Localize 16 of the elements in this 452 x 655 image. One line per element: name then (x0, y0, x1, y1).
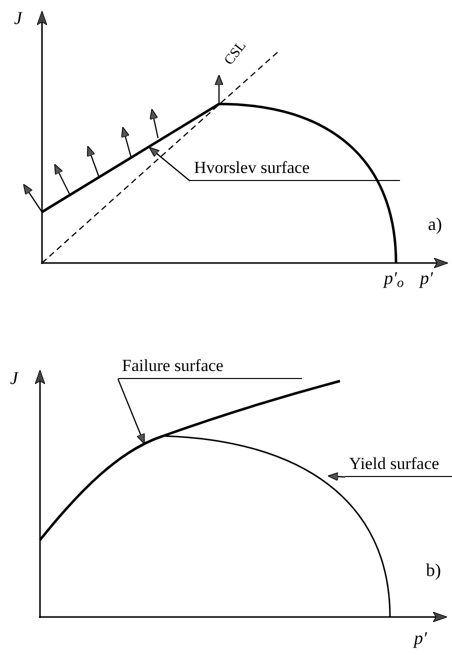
leader-line (148, 146, 190, 182)
axis-label: CSL (220, 38, 250, 70)
callout-label: Hvorslev surface (193, 158, 310, 179)
axis-label: J (10, 368, 18, 388)
axis-label: a) (428, 214, 442, 234)
callout-label: Failure surface (121, 356, 224, 377)
failure-surface-curve (39, 380, 340, 541)
axis-label: J (14, 8, 22, 28)
leader-line (117, 378, 145, 444)
axis-label: p′ (420, 268, 433, 288)
leader-line (328, 472, 346, 481)
callout-label: Yield surface (348, 454, 440, 475)
axis-label: p′$_{o}$ (384, 268, 404, 288)
axis-label: p′ (414, 628, 427, 648)
axis-label: b) (426, 560, 441, 580)
yield-surface-curve (162, 435, 391, 618)
